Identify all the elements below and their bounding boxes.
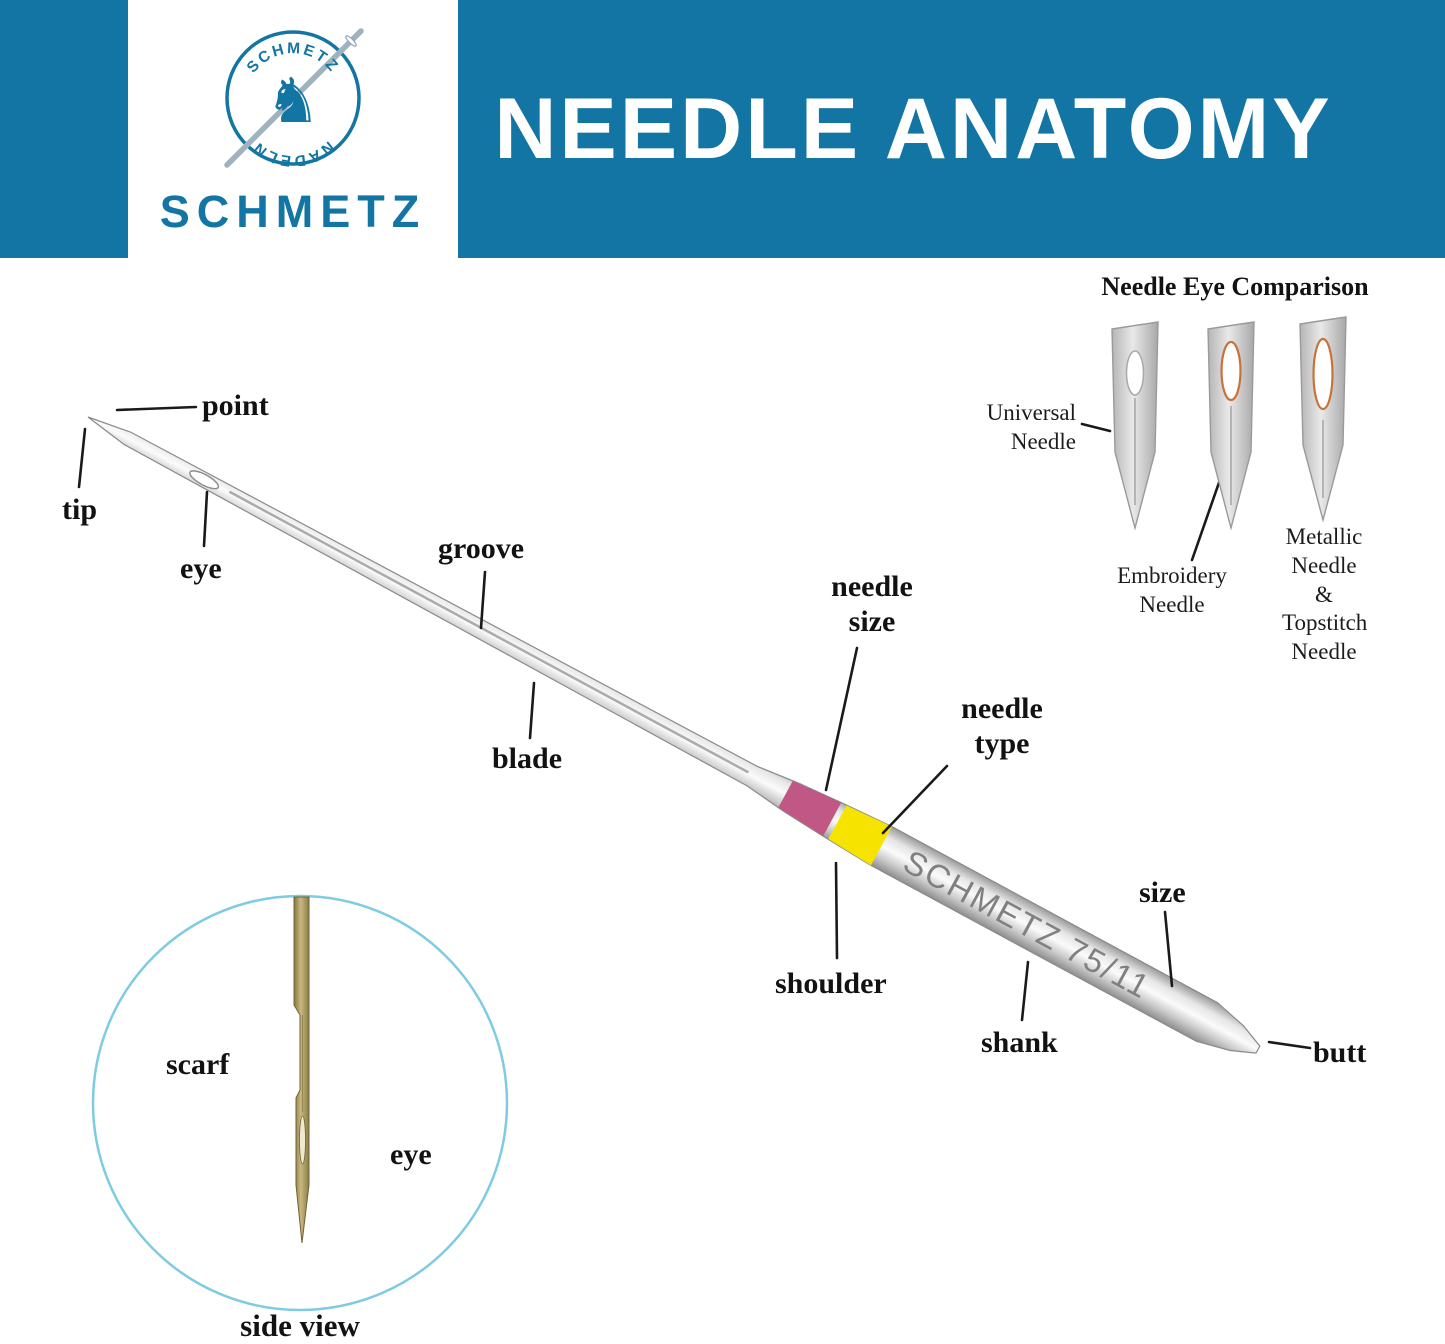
label-side-eye: eye [390,1138,432,1171]
label-point: point [202,389,269,422]
leader-embroidery [1190,472,1224,562]
label-butt: butt [1313,1036,1367,1069]
needle-groove-line [228,490,750,774]
leader-butt [1267,1040,1312,1050]
leader-eye [202,490,209,548]
leader-universal [1080,422,1112,433]
embroidery-needle-graphic [1207,321,1255,531]
crest-needle-icon [224,28,364,168]
leader-needle-type [881,764,949,835]
label-groove: groove [438,532,525,565]
side-view-caption: side view [240,1308,360,1343]
label-eye: eye [180,552,222,585]
leader-blade [528,681,536,740]
needle-eye-hole [189,470,220,490]
leader-groove [479,570,487,630]
header-banner: ♞ SCHMETZ NADELN SCHMETZ NEEDLE ANATOMY [0,0,1445,258]
label-shoulder: shoulder [775,967,887,1000]
lion-crest-icon: ♞ [265,64,321,137]
side-view-eye-hole [299,1115,306,1165]
crest-needle-eye [345,35,357,47]
side-view-graphic [91,894,509,1312]
leader-tip [77,427,87,489]
needle-type-band [828,805,892,866]
schmetz-crest-logo: ♞ SCHMETZ NADELN [224,28,364,169]
leader-size [1163,910,1174,988]
universal-eye-hole [1125,350,1145,396]
brand-logo-panel: ♞ SCHMETZ NADELN SCHMETZ [128,0,458,258]
label-scarf: scarf [166,1048,230,1081]
eye-comparison-needles [1111,316,1347,531]
leader-shoulder [834,861,839,960]
label-needle-size: needle size [831,570,913,638]
label-shank: shank [981,1026,1058,1059]
universal-needle-graphic [1111,321,1159,531]
eye-comparison-title: Needle Eye Comparison [1101,272,1369,301]
embroidery-eye-hole [1220,340,1242,402]
leader-point [115,405,198,412]
needle-size-band [778,780,842,837]
leader-shank [1020,960,1030,1022]
label-needle-type: needle type [961,692,1043,760]
page-title: NEEDLE ANATOMY [494,80,1333,177]
label-embroidery-needle: Embroidery Needle [1117,563,1227,617]
metallic-eye-hole [1312,337,1334,411]
needle-body [87,416,1261,1054]
metallic-needle-graphic [1299,316,1347,523]
label-blade: blade [492,742,563,775]
brand-name: SCHMETZ [159,186,427,237]
label-universal-needle: Universal Needle [986,400,1076,454]
label-tip: tip [62,493,98,526]
label-size: size [1139,876,1186,909]
leader-lines [77,405,1312,1155]
leader-needle-size [824,646,859,792]
label-metallic-topstitch-needle: Metallic Needle & Topstitch Needle [1282,524,1368,664]
